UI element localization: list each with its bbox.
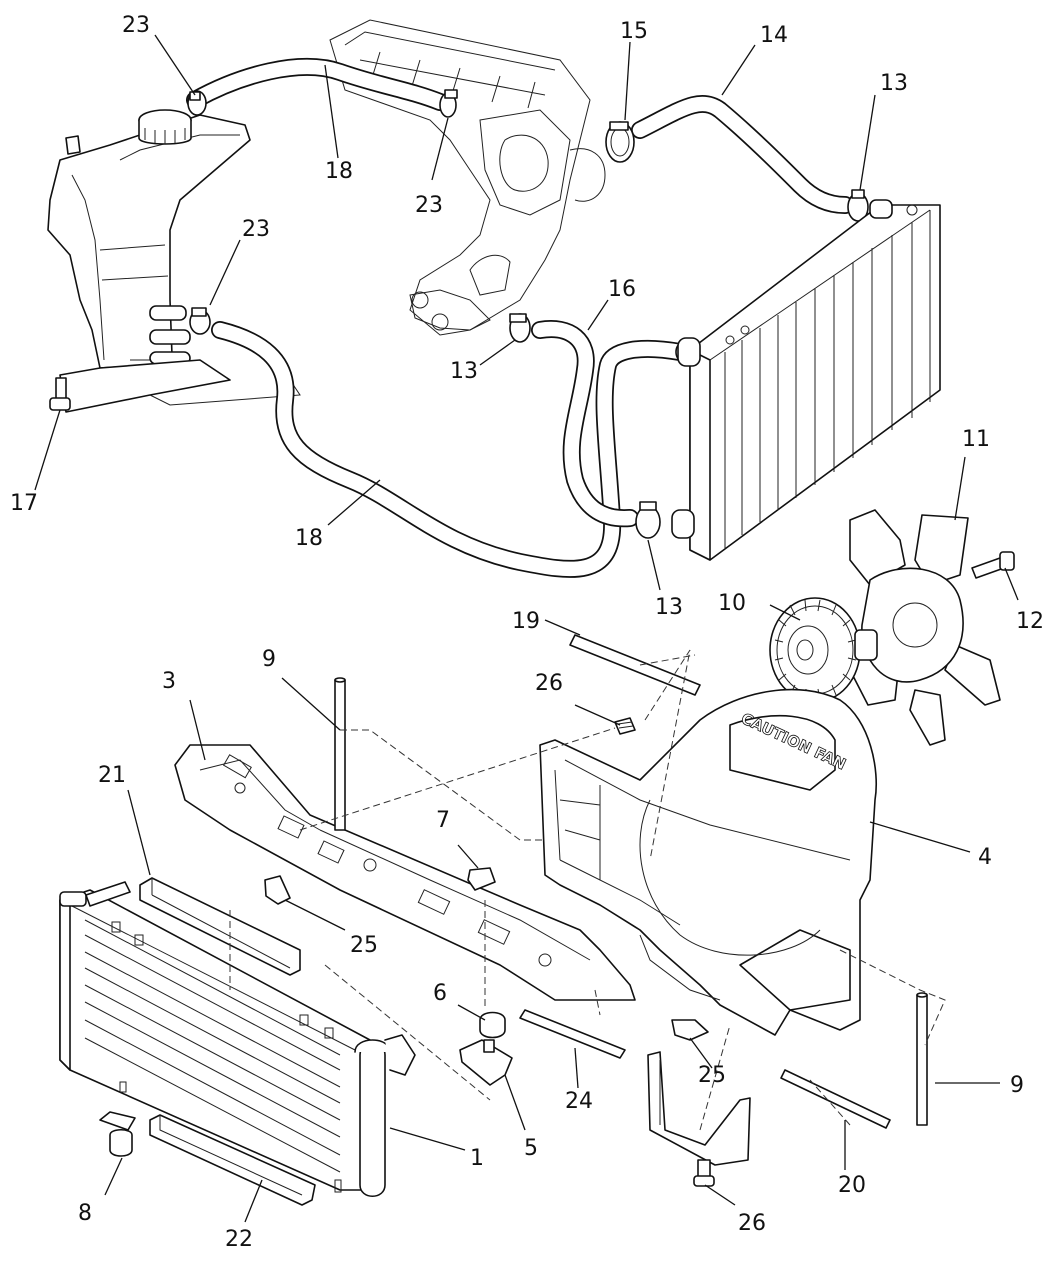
bracket-5 — [459, 1039, 513, 1086]
callout-9-lower: 9 — [1010, 1073, 1024, 1098]
callout-25-upper: 25 — [350, 933, 378, 958]
clamp-23-top-mid — [439, 89, 458, 118]
seal-22 — [149, 1114, 316, 1206]
assembly-lines — [229, 649, 946, 1131]
clip-25-upper — [264, 875, 291, 905]
fan-shroud-4 — [539, 688, 878, 1036]
clamp-13-mid — [509, 313, 531, 343]
callout-20: 20 — [838, 1173, 866, 1198]
callout-23-top-mid: 23 — [415, 193, 443, 218]
callout-16: 16 — [608, 277, 636, 302]
callout-26-lower: 26 — [738, 1211, 766, 1236]
callout-13-lower: 13 — [655, 595, 683, 620]
callout-25-lower: 25 — [698, 1063, 726, 1088]
rod-19 — [569, 634, 701, 696]
callout-19: 19 — [512, 609, 540, 634]
callout-1: 1 — [470, 1146, 484, 1171]
bolt-26-lower — [693, 1159, 715, 1187]
clamp-23-mid-left — [189, 307, 211, 335]
insulator-6 — [479, 1011, 506, 1039]
callout-21: 21 — [98, 763, 126, 788]
callout-18-upper: 18 — [325, 159, 353, 184]
callout-15: 15 — [620, 19, 648, 44]
clamp-15 — [605, 121, 635, 163]
callout-24: 24 — [565, 1089, 593, 1114]
callout-14: 14 — [760, 23, 788, 48]
callout-23-mid-left: 23 — [242, 217, 270, 242]
fan-11 — [849, 509, 1001, 746]
callout-13-upper: 13 — [880, 71, 908, 96]
hose-16 — [531, 320, 639, 528]
reservoir-bracket — [59, 359, 301, 413]
engine-block — [329, 19, 606, 336]
callout-5: 5 — [524, 1136, 538, 1161]
callout-3: 3 — [162, 669, 176, 694]
callout-4: 4 — [978, 845, 992, 870]
callout-labels: 1 3 4 5 6 7 8 9 9 10 11 12 13 13 13 14 1… — [10, 13, 1044, 1252]
bolt-12 — [971, 551, 1015, 579]
insulator-8 — [99, 1111, 136, 1157]
callout-23-top-left: 23 — [122, 13, 150, 38]
callout-17: 17 — [10, 491, 38, 516]
callout-18-lower: 18 — [295, 526, 323, 551]
callout-11: 11 — [962, 427, 990, 452]
rod-9-lower — [916, 992, 928, 1126]
callout-13-mid: 13 — [450, 359, 478, 384]
rod-9-upper — [334, 677, 346, 831]
bolt-26-upper — [614, 717, 636, 735]
callout-6: 6 — [433, 981, 447, 1006]
rod-20 — [780, 1069, 891, 1129]
radiator-1 — [59, 881, 416, 1198]
rod-24 — [519, 1009, 626, 1059]
hose-18-upper — [186, 57, 449, 111]
radiator-upper-support-3 — [174, 744, 636, 1001]
callout-26-upper: 26 — [535, 671, 563, 696]
callout-12: 12 — [1016, 609, 1044, 634]
callout-7: 7 — [436, 808, 450, 833]
leader-lines — [34, 34, 1019, 1223]
hose-14 — [631, 94, 854, 214]
callout-8: 8 — [78, 1201, 92, 1226]
radiator-upper-view — [671, 199, 941, 561]
callout-9-upper: 9 — [262, 647, 276, 672]
clamp-13-lower — [635, 501, 661, 539]
coolant-reservoir — [47, 109, 251, 376]
callout-22: 22 — [225, 1227, 253, 1252]
seal-21 — [139, 877, 301, 976]
callout-10: 10 — [718, 591, 746, 616]
clip-25-lower — [671, 1019, 709, 1041]
lower-bracket — [647, 1051, 751, 1166]
clamp-23-top-left — [187, 90, 207, 116]
hose-18-lower — [211, 321, 689, 578]
nut-7 — [467, 867, 496, 891]
